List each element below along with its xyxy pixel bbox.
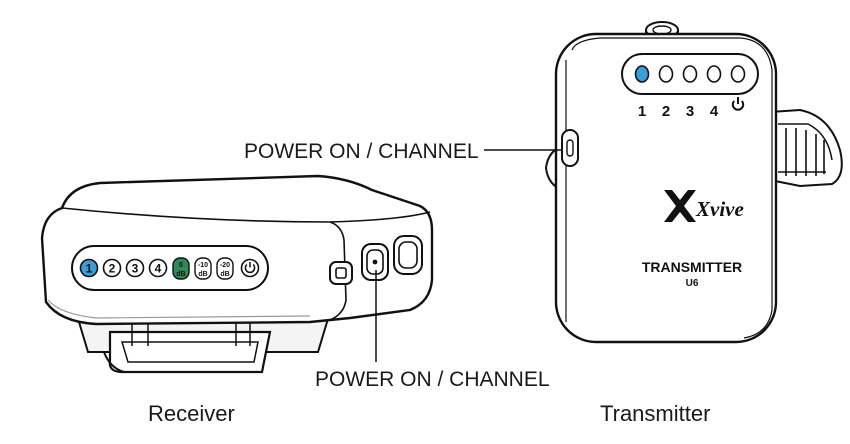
transmitter-channel-led-1 (634, 65, 650, 83)
model-label: TRANSMITTER (642, 259, 742, 275)
receiver-channel-led-3: 3 (125, 258, 145, 278)
receiver-channel-number: 2 (109, 262, 116, 276)
power-icon (240, 258, 260, 278)
transmitter-channel-number: 3 (686, 103, 694, 120)
transmitter-channel-number: 2 (662, 103, 670, 120)
receiver-channel-led-2: 2 (102, 258, 122, 278)
receiver-gain-led: 0 dB (172, 257, 190, 280)
receiver-headphone-jack (393, 235, 423, 275)
transmitter-power-led (730, 65, 746, 83)
power-icon (731, 97, 745, 111)
gain-value: 0 (179, 262, 183, 269)
receiver-caption: Receiver (148, 401, 235, 426)
receiver-channel-number: 1 (86, 262, 93, 276)
receiver-channel-number: 4 (155, 262, 162, 276)
transmitter-mic-clip (769, 108, 843, 188)
brand-logo-text: Xvive (695, 197, 744, 221)
transmitter-power-channel-label: POWER ON / CHANNEL (244, 140, 479, 163)
model-sub-label: U6 (686, 278, 699, 289)
gain-unit: dB (220, 271, 229, 278)
receiver-gain-led: -10 dB (194, 257, 212, 280)
receiver-led-panel: 1 2 3 4 0 dB -10 dB -20 dB (71, 245, 269, 291)
receiver-power-channel-button[interactable] (361, 243, 389, 281)
button-dot-icon (372, 259, 378, 265)
transmitter-caption: Transmitter (600, 401, 710, 426)
gain-unit: dB (176, 271, 185, 278)
receiver-usb-port (329, 261, 353, 285)
transmitter-channel-led-4 (706, 65, 722, 83)
gain-unit: dB (198, 271, 207, 278)
transmitter-body (554, 32, 778, 344)
gain-value: -20 (220, 262, 230, 269)
receiver-device: 1 2 3 4 0 dB -10 dB -20 dB (40, 174, 434, 374)
receiver-gain-led: -20 dB (216, 257, 234, 280)
transmitter-channel-number: 1 (638, 103, 646, 120)
transmitter-channel-number: 4 (710, 103, 719, 120)
transmitter-power-channel-button[interactable] (561, 129, 579, 167)
xvive-logo: Xvive (664, 190, 744, 222)
receiver-channel-led-1: 1 (79, 258, 99, 278)
transmitter-channel-led-2 (658, 65, 674, 83)
transmitter-channel-led-3 (682, 65, 698, 83)
gain-value: -10 (198, 262, 208, 269)
receiver-power-channel-label: POWER ON / CHANNEL (315, 368, 550, 391)
receiver-channel-number: 3 (132, 262, 139, 276)
receiver-channel-led-4: 4 (148, 258, 168, 278)
